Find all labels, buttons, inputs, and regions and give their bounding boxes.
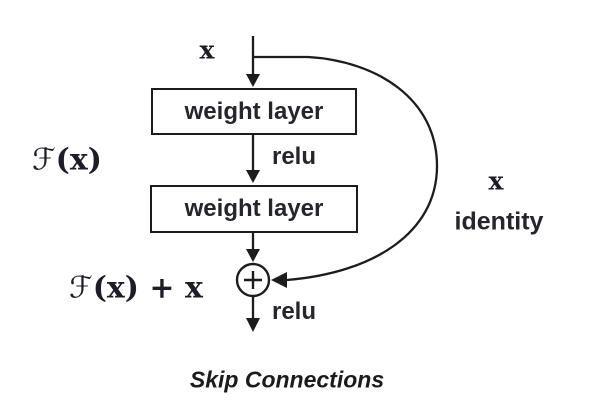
mid-arrowhead-icon [246,170,260,183]
skip-identity-label: identity [454,207,544,236]
residual-function-label: ℱ(x) [32,143,102,178]
diagram-caption: Skip Connections [189,366,385,393]
weight-layer-1-box: weight layer [151,88,357,135]
to-add-arrowhead-icon [246,249,260,262]
script-f-glyph: ℱ [69,270,93,306]
script-f-glyph: ℱ [32,142,56,178]
skip-connection-curve [253,55,439,282]
input-x-label: x [199,35,215,65]
residual-function-args: (x) [55,142,102,178]
skip-arrowhead-icon [271,272,287,288]
add-node-icon [235,262,271,298]
output-sum-args: (x) + x [92,270,203,306]
input-arrowhead-icon [246,74,260,87]
weight-layer-2-label: weight layer [184,195,324,222]
output-arrowhead-icon [246,318,260,332]
relu-out-label: relu [271,298,317,325]
weight-layer-2-box: weight layer [150,185,358,233]
weight-layer-1-label: weight layer [184,97,324,125]
output-sum-label: ℱ(x) + x [69,271,203,306]
relu-mid-label: relu [271,143,317,170]
skip-x-label: x [488,166,504,196]
